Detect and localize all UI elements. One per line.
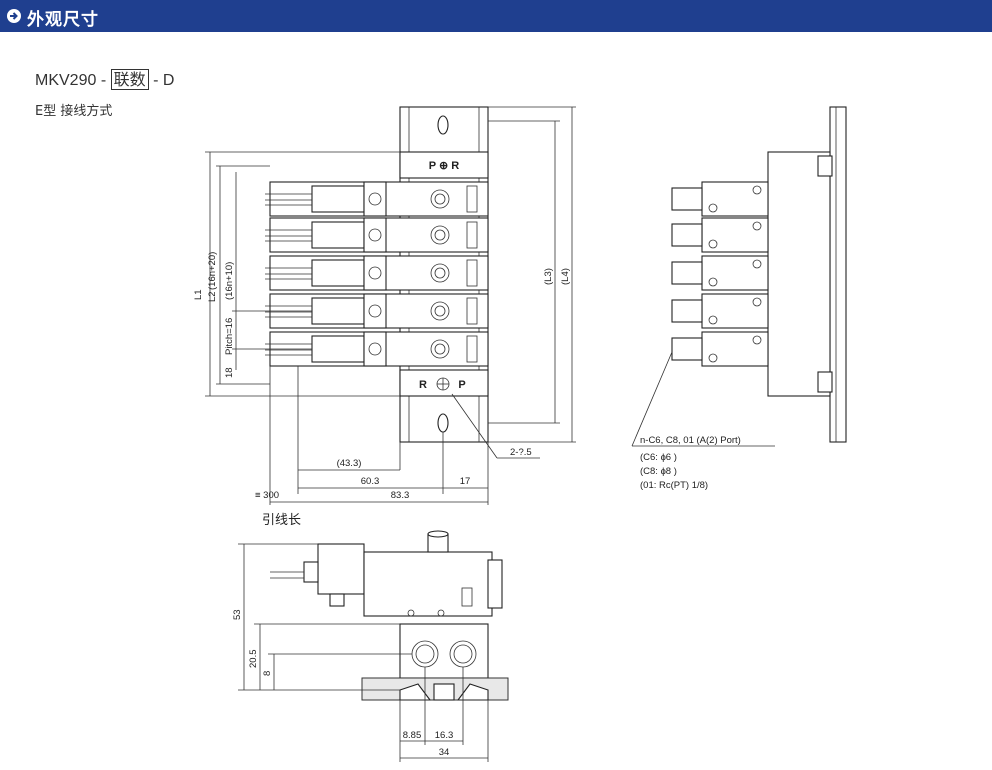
side-station — [671, 181, 769, 217]
dim-300: ≡ 300 — [255, 490, 279, 501]
wiring-type-label: E型 接线方式 — [35, 104, 113, 119]
valve-body — [363, 551, 493, 617]
dim-16-3: 16.3 — [435, 730, 454, 741]
callout-port-spec: n-C6, C8, 01 (A(2) Port) — [640, 435, 741, 446]
valve-station — [265, 181, 489, 217]
callout-rc: (01: Rc(PT) 1/8) — [640, 480, 708, 491]
dim-60-3: 60.3 — [361, 476, 380, 487]
side-station — [671, 217, 769, 253]
side-station — [671, 255, 769, 291]
rail-slot-bottom — [437, 413, 449, 433]
dim-83-3: 83.3 — [391, 490, 410, 501]
dim-l4: (L4) — [560, 268, 571, 285]
valve-station — [265, 217, 489, 253]
port-label-p: P — [458, 379, 465, 391]
title-bar: 外观尺寸 — [0, 0, 992, 32]
side-station — [671, 293, 769, 329]
arrow-right-circle-icon — [7, 9, 21, 23]
dim-18: 18 — [224, 367, 235, 378]
dim-16n10: (16n+10) — [224, 262, 235, 300]
dim-8: 8 — [262, 671, 273, 676]
dim-l1: L1 — [193, 289, 204, 300]
dim-20-5: 20.5 — [248, 650, 259, 669]
end-plate-top — [399, 151, 489, 179]
side-view: n-C6, C8, 01 (A(2) Port) (C6: ɸ6 ) (C8: … — [631, 106, 847, 491]
dim-hole: 2-?.5 — [510, 447, 532, 458]
port-label-top: P ⊕ R — [429, 160, 459, 172]
callout-c8: (C8: ɸ8 ) — [640, 466, 677, 477]
valve-station — [265, 255, 489, 291]
front-view: P ⊕ R R P — [193, 106, 576, 528]
dim-34: 34 — [439, 747, 450, 758]
end-plate-bottom — [399, 369, 489, 397]
manifold-block — [399, 623, 489, 679]
coil — [317, 543, 365, 595]
dim-8-85: 8.85 — [403, 730, 422, 741]
dim-43-3: (43.3) — [337, 458, 362, 469]
side-manifold — [767, 151, 831, 397]
dim-l3: (L3) — [543, 268, 554, 285]
port-label-r: R — [419, 379, 427, 391]
side-station — [671, 331, 769, 367]
dim-l2-prefix: L2 — [207, 291, 218, 302]
model-suffix: - D — [153, 72, 175, 89]
dim-53: 53 — [232, 609, 243, 620]
model-station-count: 联数 — [110, 69, 149, 90]
single-valve-view: 53 20.5 8 8.85 16.3 34 — [232, 530, 509, 762]
section-title: 外观尺寸 — [27, 10, 99, 30]
callout-c6: (C6: ɸ6 ) — [640, 452, 677, 463]
rail-slot-top — [437, 115, 449, 135]
model-prefix: MKV290 - — [35, 72, 107, 89]
dim-l2: (16n+20) — [207, 252, 218, 290]
model-code: MKV290 - 联数 - D — [35, 66, 174, 90]
dim-17: 17 — [460, 476, 471, 487]
dim-pitch: Pitch=16 — [224, 318, 235, 355]
lead-length-label: 引线长 — [262, 513, 301, 528]
